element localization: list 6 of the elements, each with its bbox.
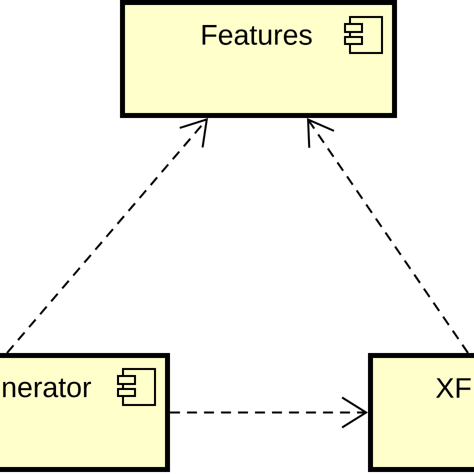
component-box: XF: [368, 353, 474, 472]
dependency-arrow: [307, 118, 469, 354]
dependency-arrow: [6, 118, 208, 354]
component-box: Features: [120, 0, 397, 118]
dependency-arrow: [170, 396, 368, 428]
component-box: nerator: [0, 353, 170, 472]
